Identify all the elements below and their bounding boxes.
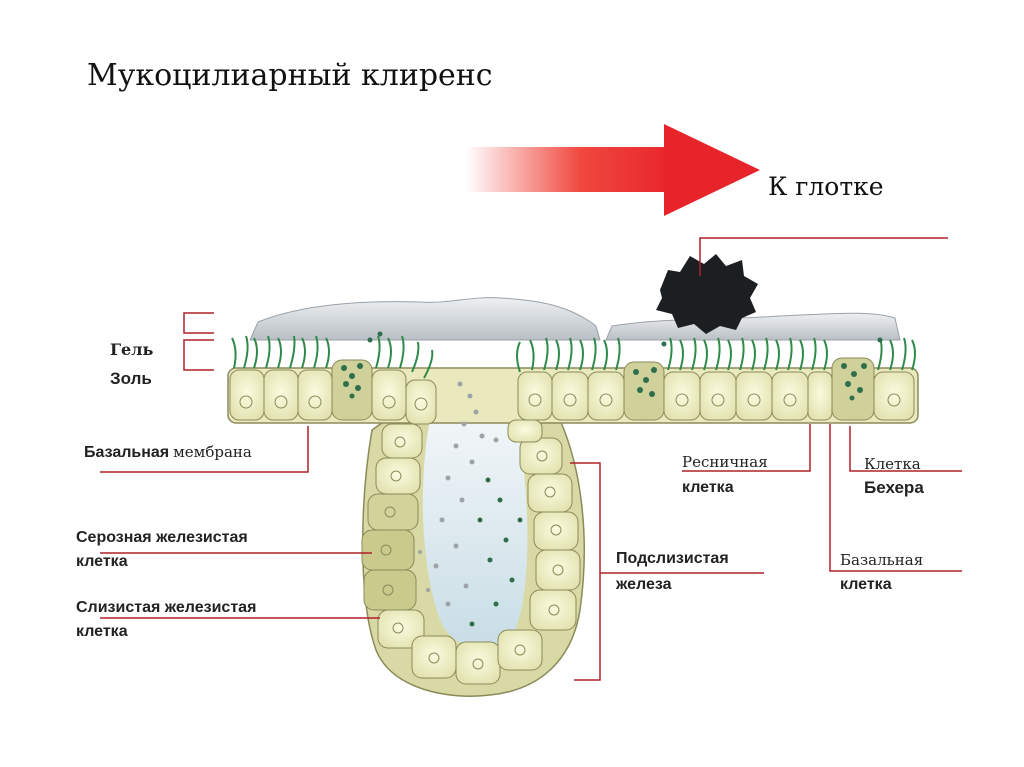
label-submucosal-gland-line2: железа <box>616 576 672 593</box>
debris-particle <box>656 254 758 334</box>
label-basal-membrane: Базальная мембрана <box>84 442 252 463</box>
label-ciliated-cell-line1: Ресничная <box>682 453 768 471</box>
leader-lines <box>100 237 962 681</box>
label-serous-cell-line2: клетка <box>76 553 128 570</box>
label-ciliated-cell-line2: клетка <box>682 479 734 496</box>
label-mucous-cell-line2: клетка <box>76 623 128 640</box>
surface-cells-right <box>517 357 915 421</box>
label-basal-cell-line1: Базальная <box>840 551 924 569</box>
label-submucosal-gland-line1: Подслизистая <box>616 550 729 567</box>
label-goblet-cell-line2: Бехера <box>864 478 924 497</box>
cilia <box>231 335 916 379</box>
label-serous-cell-line1: Серозная железистая <box>76 529 248 546</box>
secretion-particles <box>418 381 523 627</box>
label-basal-cell-line2: клетка <box>840 576 892 593</box>
surface-cells-left <box>229 359 437 425</box>
label-goblet-cell-line1: Клетка <box>864 455 921 473</box>
label-basal-membrane-word2: мембрана <box>173 443 252 461</box>
direction-label: К глотке <box>768 172 884 201</box>
label-basal-membrane-word1: Базальная <box>84 444 170 461</box>
direction-arrow <box>466 124 760 216</box>
gland-cells <box>361 419 581 685</box>
label-mucous-cell-line1: Слизистая железистая <box>76 599 257 616</box>
diagram-title: Мукоцилиарный клиренс <box>87 58 493 93</box>
mucus-layer <box>249 297 901 341</box>
label-gel: Гель <box>110 340 154 359</box>
label-sol: Золь <box>110 369 152 388</box>
goblet-granules <box>341 331 883 401</box>
